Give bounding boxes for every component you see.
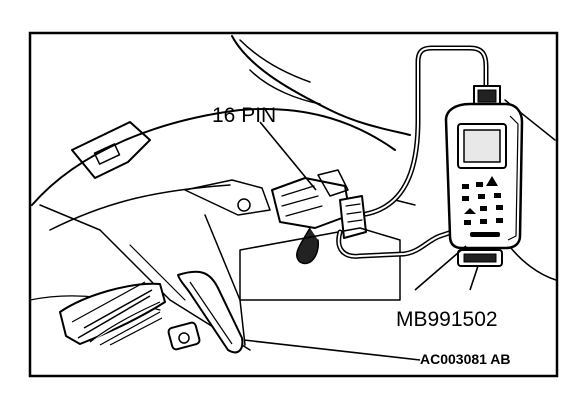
hood-release-panel	[71, 121, 151, 179]
tester-cable	[336, 45, 489, 259]
scan-tool-device	[444, 85, 524, 267]
accelerator-pedal	[167, 270, 244, 354]
label-tool-part-number: MB991502	[396, 308, 498, 331]
leader-16pin	[259, 121, 317, 191]
label-16-pin: 16 PIN	[212, 104, 276, 127]
leader-figure-id	[243, 339, 421, 361]
leader-tool-a	[414, 245, 467, 291]
leader-lines	[243, 121, 479, 361]
lower-dash-panel	[31, 107, 396, 206]
vehicle-interior	[29, 35, 557, 351]
leader-tool-b	[469, 265, 479, 291]
brake-pedal	[59, 281, 166, 346]
label-figure-id: AC003081 AB	[420, 351, 511, 367]
dashboard-edge	[231, 35, 411, 136]
